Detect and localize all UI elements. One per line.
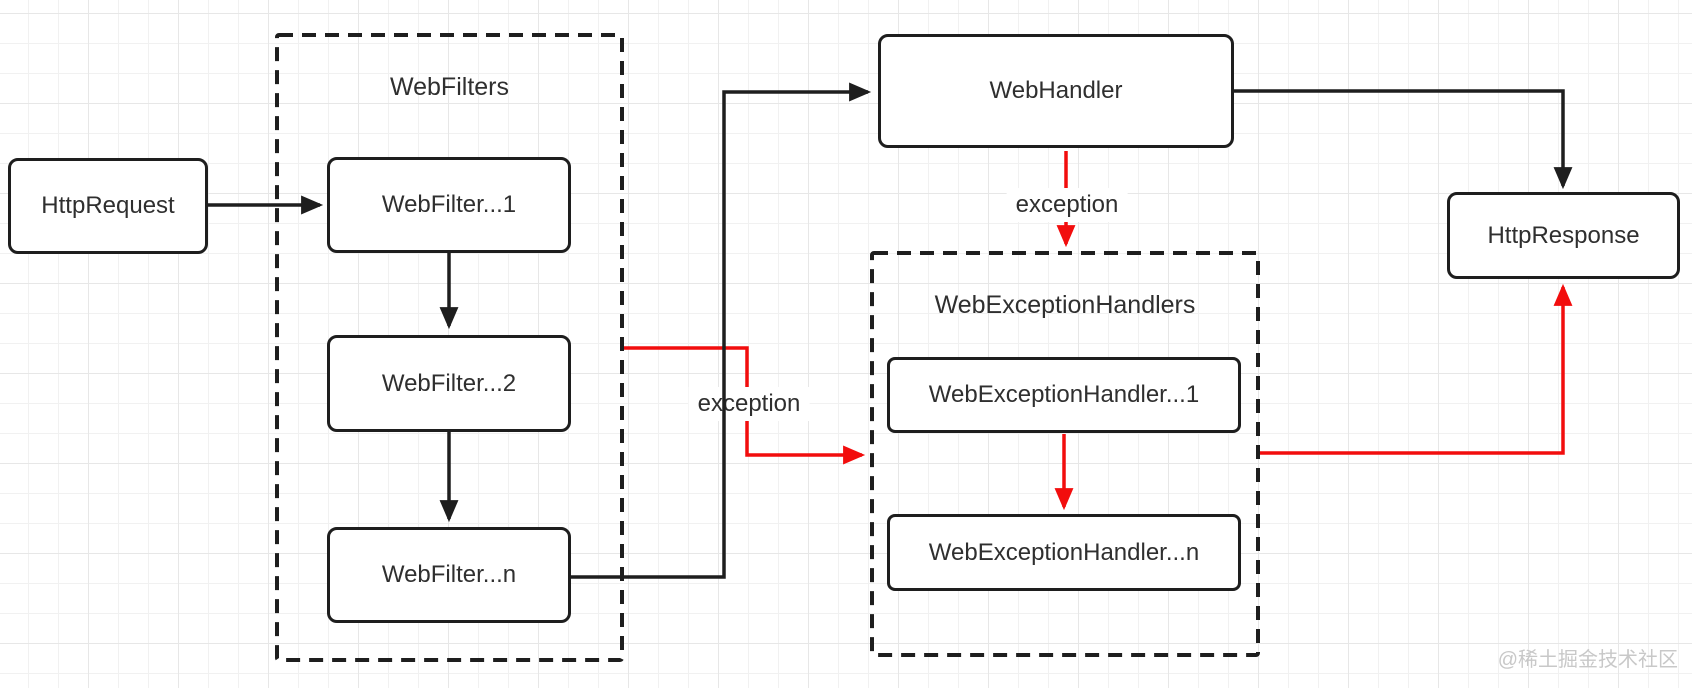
node-web-filter-n: WebFilter...n	[327, 527, 571, 623]
node-http-request: HttpRequest	[8, 158, 208, 254]
node-web-handler: WebHandler	[878, 34, 1234, 148]
group-title-web-filters: WebFilters	[389, 72, 509, 101]
edge-label-exception-webhandler: exception	[1006, 188, 1128, 222]
watermark: @稀土掘金技术社区	[1497, 649, 1678, 671]
edge-webhandler-to-httpresponse	[1234, 89, 1573, 190]
group-box-web-filters	[275, 33, 624, 662]
edge-label-exception-webfilters: exception	[688, 387, 810, 421]
node-web-exception-handler-n: WebExceptionHandler...n	[887, 514, 1241, 591]
group-title-web-exception-handlers: WebExceptionHandlers	[934, 290, 1196, 319]
node-web-filter-1: WebFilter...1	[327, 157, 571, 253]
edge-webfiltern-to-webhandler	[570, 82, 872, 579]
node-web-exception-handler-1: WebExceptionHandler...1	[887, 357, 1241, 433]
edge-exceptionhandlers-to-httpresponse	[1258, 283, 1573, 455]
group-box-web-exception-handlers	[870, 251, 1260, 657]
node-web-filter-2: WebFilter...2	[327, 335, 571, 432]
node-http-response: HttpResponse	[1447, 192, 1680, 279]
